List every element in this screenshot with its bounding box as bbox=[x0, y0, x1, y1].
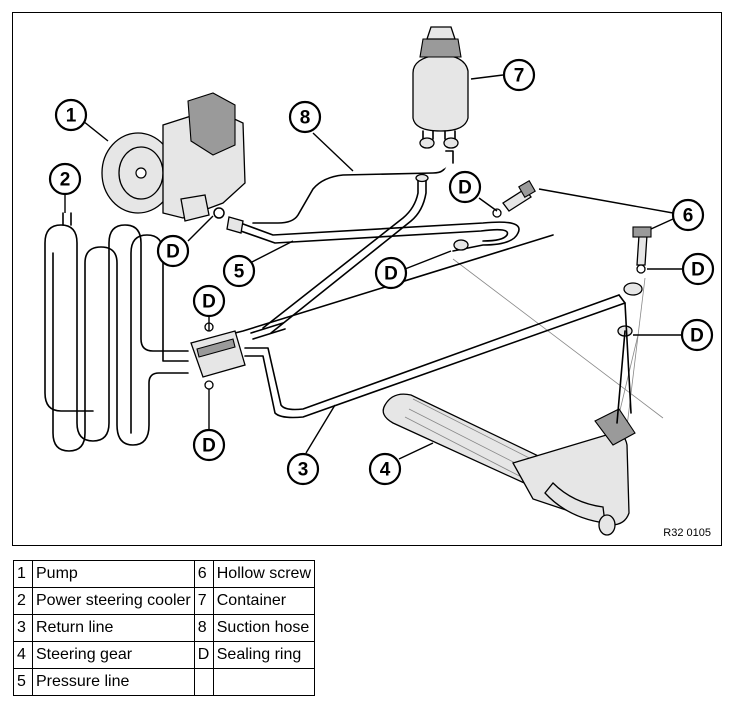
legend-number bbox=[193, 668, 214, 696]
return-line bbox=[234, 234, 643, 419]
svg-text:6: 6 bbox=[683, 206, 694, 227]
svg-text:8: 8 bbox=[300, 108, 311, 129]
legend-number: 5 bbox=[13, 668, 33, 696]
hollow-screws bbox=[492, 180, 652, 274]
callout-1: 1 bbox=[54, 98, 88, 132]
diagram-artwork: 1 2 3 4 5 6 7 8 D D D D D D D bbox=[44, 26, 715, 536]
legend-number: 6 bbox=[193, 560, 214, 588]
legend-number: 7 bbox=[193, 587, 214, 615]
svg-text:D: D bbox=[202, 436, 216, 457]
leader-lines bbox=[64, 74, 683, 460]
cooler-junction-block bbox=[190, 322, 286, 390]
svg-text:5: 5 bbox=[234, 262, 245, 283]
callout-d-pump: D bbox=[156, 234, 190, 268]
callout-3: 3 bbox=[286, 452, 320, 486]
legend-label: Suction hose bbox=[212, 614, 316, 642]
steering-gear bbox=[382, 294, 636, 536]
svg-text:D: D bbox=[384, 264, 398, 285]
svg-text:7: 7 bbox=[514, 66, 525, 87]
container bbox=[412, 26, 469, 149]
legend-label: Return line bbox=[32, 614, 195, 642]
svg-text:D: D bbox=[202, 292, 216, 313]
legend-label: Sealing ring bbox=[212, 641, 316, 669]
svg-text:D: D bbox=[458, 178, 472, 199]
legend-label: Steering gear bbox=[32, 641, 195, 669]
legend-number: 3 bbox=[13, 614, 33, 642]
callout-8: 8 bbox=[288, 100, 322, 134]
callout-5: 5 bbox=[222, 254, 256, 288]
callout-4: 4 bbox=[368, 452, 402, 486]
legend-number: 1 bbox=[13, 560, 33, 588]
figure-reference-code: R32 0105 bbox=[663, 527, 711, 539]
callout-d-screw-right: D bbox=[681, 252, 715, 286]
svg-text:1: 1 bbox=[66, 106, 77, 127]
legend-label: Pump bbox=[32, 560, 195, 588]
legend-label: Container bbox=[212, 587, 316, 615]
steering-system-diagram: 1 2 3 4 5 6 7 8 D D D D D D D R32 0105 bbox=[12, 12, 722, 546]
legend-number: 4 bbox=[13, 641, 33, 669]
svg-text:D: D bbox=[166, 242, 180, 263]
callout-d-pressure: D bbox=[374, 256, 408, 290]
legend-number: D bbox=[193, 641, 214, 669]
legend-label: Hollow screw bbox=[212, 560, 316, 588]
callout-d-gear: D bbox=[680, 318, 714, 352]
legend-number: 8 bbox=[193, 614, 214, 642]
callout-7: 7 bbox=[502, 58, 536, 92]
callout-2: 2 bbox=[48, 162, 82, 196]
svg-text:4: 4 bbox=[380, 460, 391, 481]
legend-number: 2 bbox=[13, 587, 33, 615]
callout-6: 6 bbox=[671, 198, 705, 232]
svg-text:2: 2 bbox=[60, 170, 71, 191]
callout-d-block-bottom: D bbox=[192, 428, 226, 462]
callout-d-screw-upper: D bbox=[448, 170, 482, 204]
legend-label: Power steering cooler bbox=[32, 587, 195, 615]
callout-d-block-top: D bbox=[192, 284, 226, 318]
legend-label bbox=[212, 668, 316, 696]
pressure-line bbox=[226, 216, 520, 252]
legend-label: Pressure line bbox=[32, 668, 195, 696]
pump bbox=[101, 92, 246, 222]
svg-text:D: D bbox=[690, 326, 704, 347]
suction-hose bbox=[252, 150, 454, 334]
svg-text:D: D bbox=[691, 260, 705, 281]
svg-text:3: 3 bbox=[298, 460, 309, 481]
